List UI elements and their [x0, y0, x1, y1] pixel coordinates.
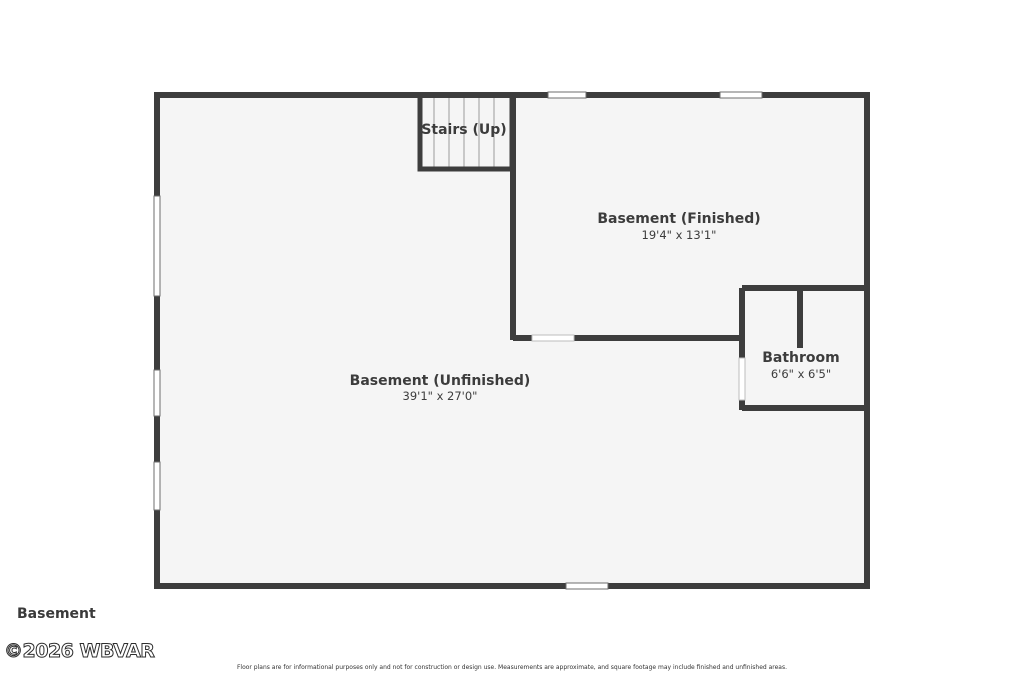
window [153, 461, 161, 511]
windows [153, 91, 763, 590]
room-name-bathroom: Bathroom [762, 350, 840, 366]
window [547, 91, 587, 99]
room-dimensions-basement-unfinished: 39'1" x 27'0" [403, 389, 478, 403]
room-name-basement-finished: Basement (Finished) [597, 211, 760, 227]
door-opening [738, 357, 746, 401]
stairs-steps [433, 98, 495, 168]
room-dimensions-basement-finished: 19'4" x 13'1" [642, 228, 717, 242]
room-name-basement-unfinished: Basement (Unfinished) [350, 373, 531, 389]
window [719, 91, 763, 99]
door-opening [531, 334, 575, 342]
level-label: Basement [17, 606, 96, 622]
disclaimer-text: Floor plans are for informational purpos… [236, 664, 788, 671]
room-name-stairs: Stairs (Up) [421, 122, 506, 138]
window [565, 582, 609, 590]
window [153, 369, 161, 417]
window [153, 195, 161, 297]
room-dimensions-bathroom: 6'6" x 6'5" [771, 367, 831, 381]
copyright-watermark: ©2026 WBVAR [3, 640, 155, 663]
